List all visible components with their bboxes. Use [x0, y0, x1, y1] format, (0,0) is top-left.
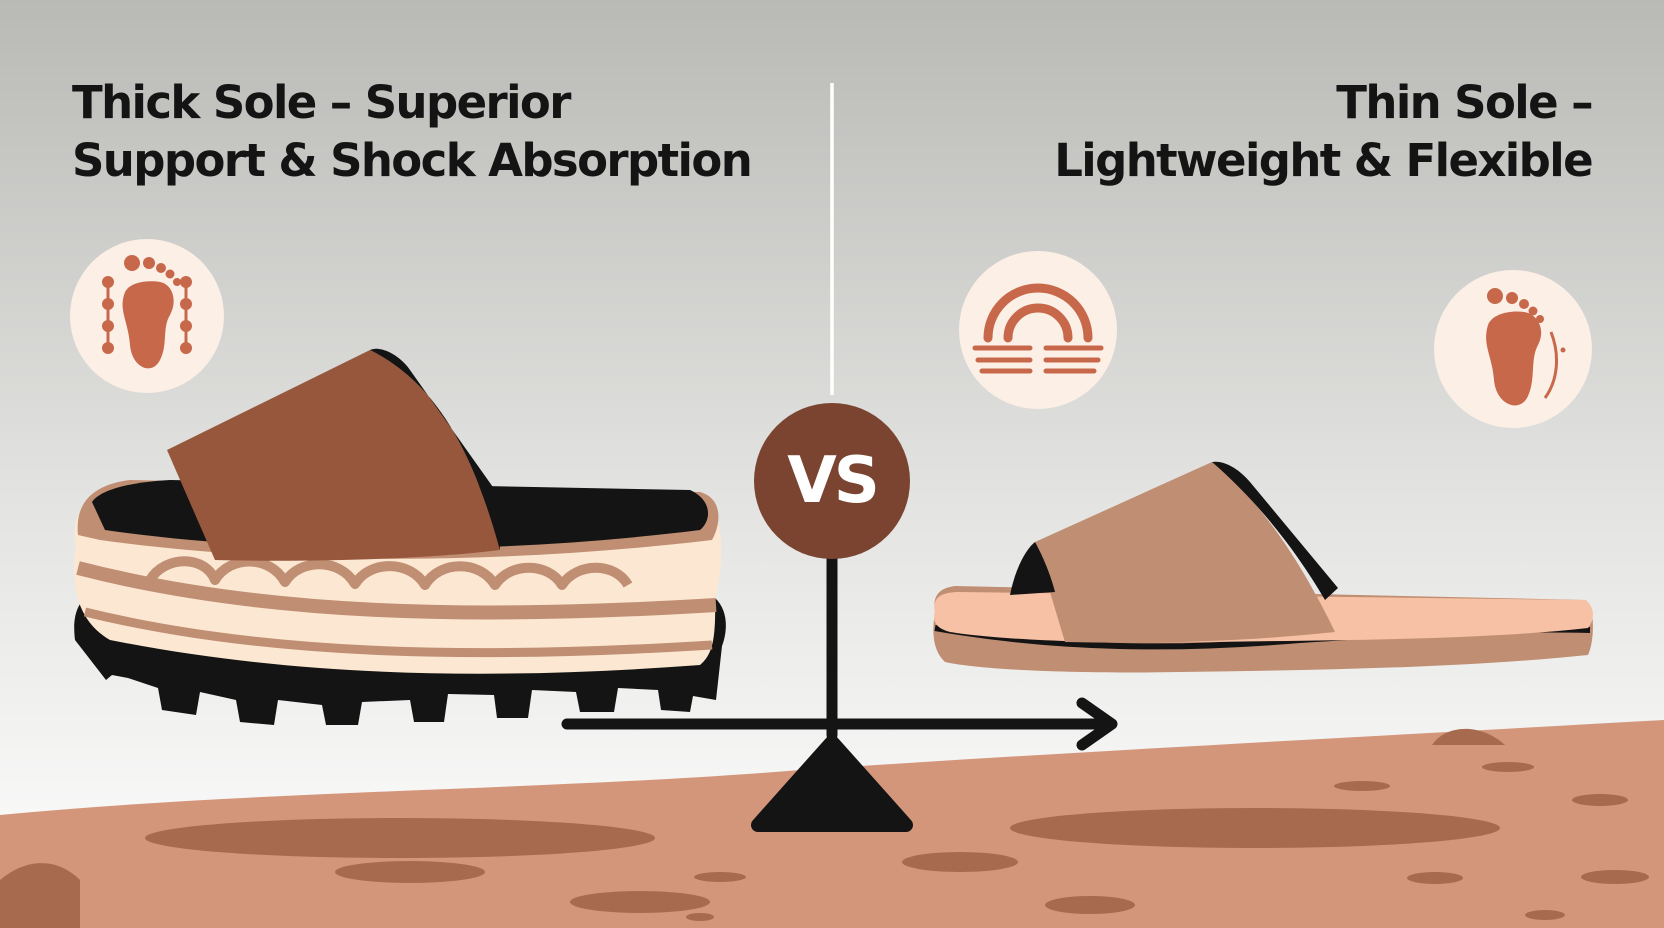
thick-sole-title-line2: Support & Shock Absorption — [72, 134, 753, 187]
ground-patches — [0, 728, 1649, 928]
foot-outline-icon — [1434, 270, 1592, 428]
thick-sole-title: Thick Sole – Superior Support & Shock Ab… — [72, 74, 753, 190]
balance-scale — [561, 539, 1118, 832]
thin-sole-sandal — [933, 461, 1593, 673]
thin-sole-title-line2: Lightweight & Flexible — [1054, 134, 1593, 187]
vs-badge — [754, 403, 910, 559]
foot-with-support-dots-icon — [70, 239, 224, 393]
thick-sole-title-line1: Thick Sole – Superior — [72, 76, 571, 129]
thin-sole-title-line1: Thin Sole – — [1336, 76, 1593, 129]
thick-sole-sandal — [73, 348, 726, 725]
thin-sole-title: Thin Sole – Lightweight & Flexible — [1054, 74, 1593, 190]
flexible-arch-icon — [959, 251, 1117, 409]
vs-badge-label: VS — [787, 444, 880, 518]
